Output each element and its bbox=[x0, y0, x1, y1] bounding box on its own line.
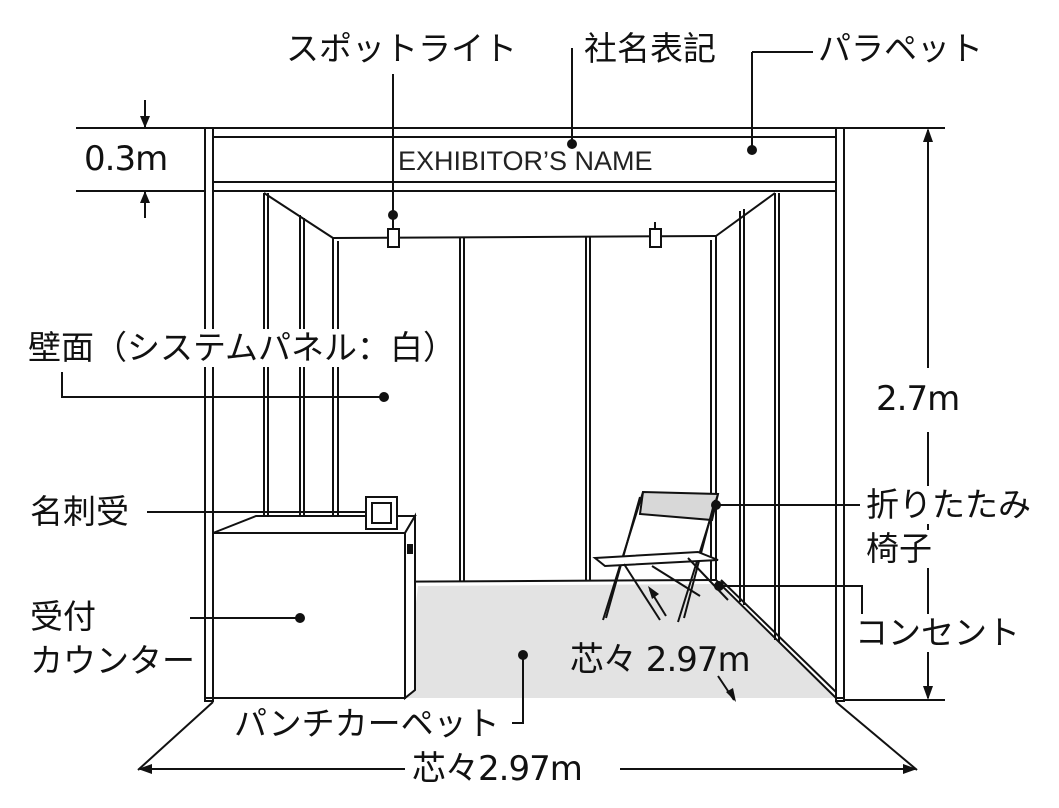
width-dimension-label: 芯々2.97m bbox=[412, 749, 583, 789]
spotlight-right bbox=[649, 222, 662, 248]
fascia-height-label: 0.3m bbox=[84, 139, 168, 179]
exhibitor-name-sign: EXHIBITOR’S NAME bbox=[398, 146, 653, 176]
reception-counter-label-line2: カウンター bbox=[30, 641, 195, 680]
spotlight-label: スポットライト bbox=[286, 29, 517, 68]
company-name-sign-label: 社名表記 bbox=[584, 29, 716, 68]
reception-counter-label-line1: 受付 bbox=[30, 597, 96, 636]
booth-height-label: 2.7m bbox=[876, 379, 960, 419]
folding-chair-label-line2: 椅子 bbox=[866, 529, 932, 568]
leader-lines bbox=[61, 48, 863, 724]
outlet-label: コンセント bbox=[855, 613, 1020, 652]
leader-dots bbox=[295, 139, 757, 660]
front-posts bbox=[204, 127, 845, 702]
folding-chair-label-line1: 折りたたみ bbox=[866, 485, 1031, 524]
parapet-fascia bbox=[212, 127, 837, 192]
carpet-floor bbox=[405, 584, 836, 698]
reception-counter bbox=[212, 512, 417, 701]
folding-chair bbox=[592, 490, 729, 623]
card-holder-label: 名刺受 bbox=[30, 492, 129, 531]
wall-label: 壁面（システムパネル：白） bbox=[28, 328, 457, 367]
parapet-label: パラペット bbox=[818, 29, 983, 68]
punch-carpet-label: パンチカーペット bbox=[234, 704, 500, 743]
depth-dimension-label: 芯々 2.97m bbox=[570, 640, 751, 680]
spotlight-left bbox=[387, 219, 400, 248]
right-wall-frame bbox=[715, 192, 837, 699]
arrowheads bbox=[138, 116, 933, 774]
card-holder bbox=[365, 496, 398, 530]
